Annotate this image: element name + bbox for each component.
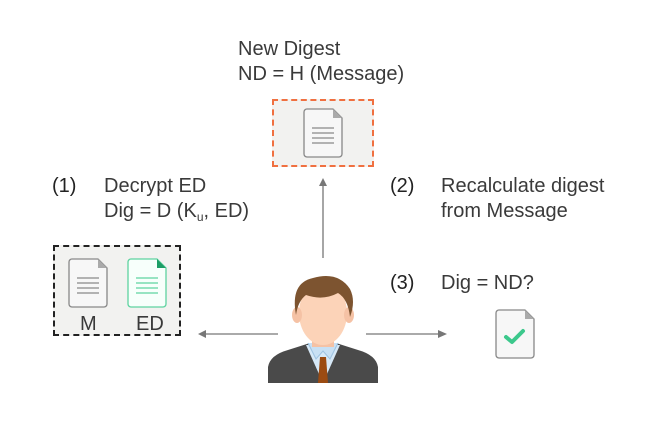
- person-avatar-icon: [268, 276, 378, 383]
- step1-line2: Dig = D (Ku, ED): [104, 199, 249, 230]
- encrypted-document-icon: [127, 258, 167, 308]
- new-digest-title: New Digest: [238, 38, 341, 60]
- step2-line1: Recalculate digest: [441, 175, 605, 197]
- step3-number: (3): [390, 272, 415, 294]
- message-label: M: [80, 313, 97, 335]
- checkmark-icon: [504, 329, 525, 344]
- verified-document-icon: [495, 309, 535, 359]
- document-icon: [303, 108, 343, 158]
- step1-line1: Decrypt ED: [104, 175, 207, 197]
- step1-formula-end: , ED): [203, 200, 250, 222]
- step1-formula-start: Dig = D (K: [104, 200, 197, 222]
- step2-line2: from Message: [441, 200, 568, 222]
- step2-number: (2): [390, 175, 415, 197]
- message-document-icon: [68, 258, 108, 308]
- new-digest-formula: ND = H (Message): [238, 63, 405, 85]
- step3-line1: Dig = ND?: [441, 272, 534, 294]
- encrypted-label: ED: [136, 313, 164, 335]
- key-subscript: u: [196, 210, 204, 224]
- step1-number: (1): [52, 175, 77, 197]
